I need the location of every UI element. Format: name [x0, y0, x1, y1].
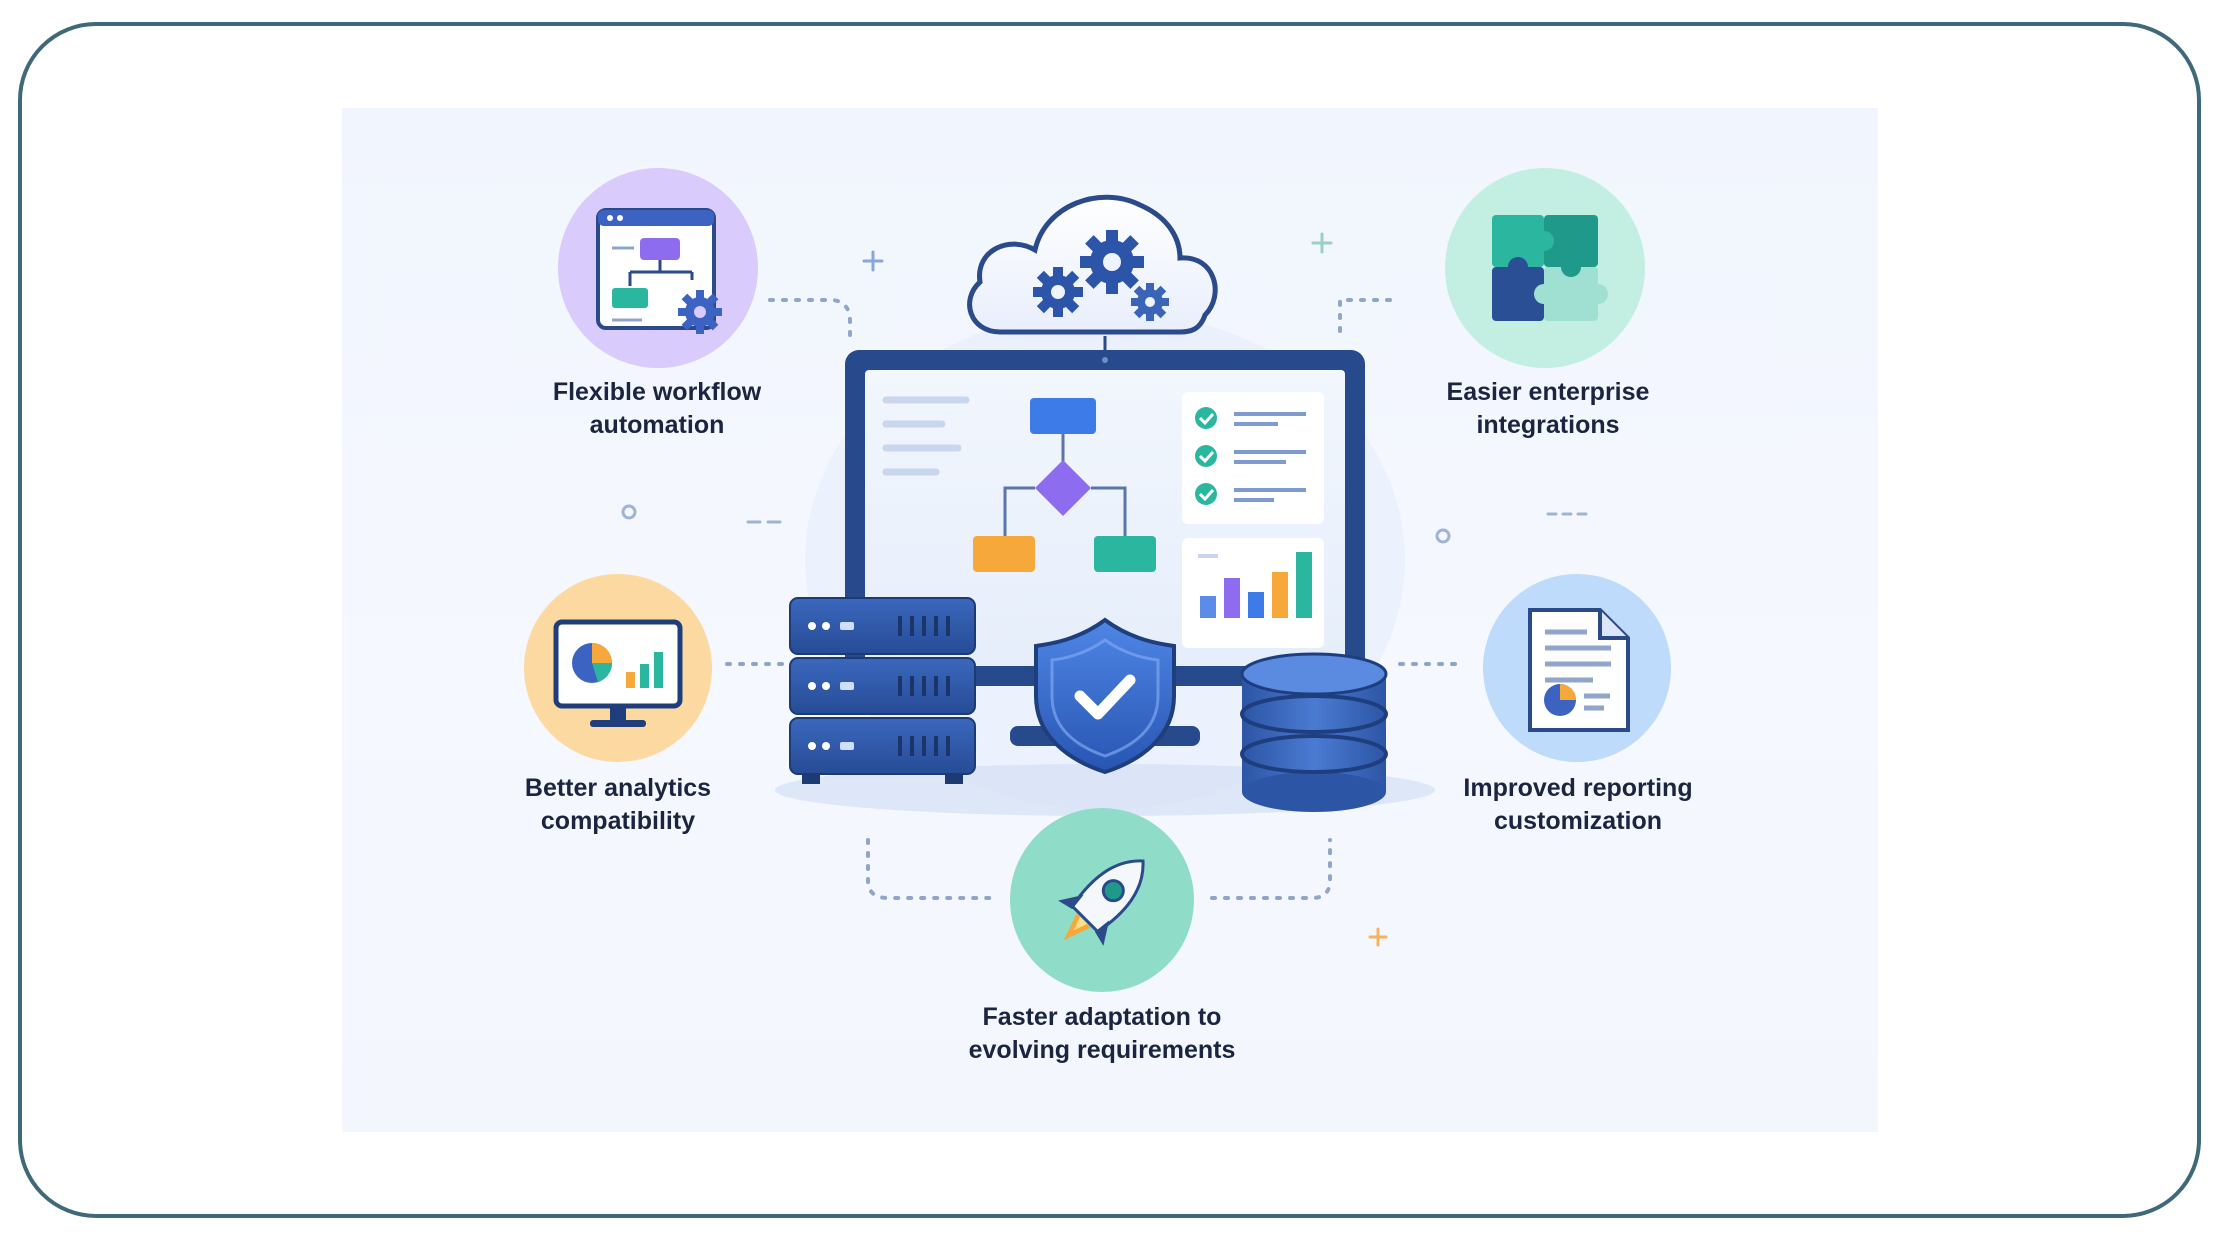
connector-adaptation-right	[1210, 838, 1332, 900]
report-document-icon	[1483, 574, 1671, 762]
server-rack-icon	[789, 597, 976, 784]
decorations	[621, 232, 1588, 947]
workflow-window-gear-icon	[558, 168, 758, 368]
connectors	[725, 298, 1462, 900]
analytics-monitor-icon	[524, 574, 712, 762]
connector-adaptation-left	[866, 838, 992, 900]
puzzle-pieces-icon	[1445, 168, 1645, 368]
plus-sparkle	[1311, 232, 1333, 254]
cloud-gears-icon	[967, 194, 1218, 354]
database-icon	[1240, 652, 1388, 812]
feature-label-analytics: Better analytics compatibility	[524, 774, 712, 835]
plus-sparkle	[862, 250, 884, 272]
ring-sparkle	[1435, 528, 1451, 544]
ring-sparkle	[621, 504, 637, 520]
plus-sparkle	[1368, 927, 1388, 947]
rocket-icon	[1010, 808, 1194, 992]
security-shield-icon	[1034, 617, 1176, 775]
feature-label-workflow: Flexible workflow automation	[552, 378, 762, 439]
feature-label-integrations: Easier enterprise integrations	[1446, 378, 1650, 439]
feature-label-reporting: Improved reporting customization	[1463, 774, 1693, 835]
connector-integrations	[1338, 298, 1392, 342]
connector-workflow	[768, 298, 852, 344]
feature-label-adaptation: Faster adaptation to evolving requiremen…	[968, 1003, 1236, 1064]
